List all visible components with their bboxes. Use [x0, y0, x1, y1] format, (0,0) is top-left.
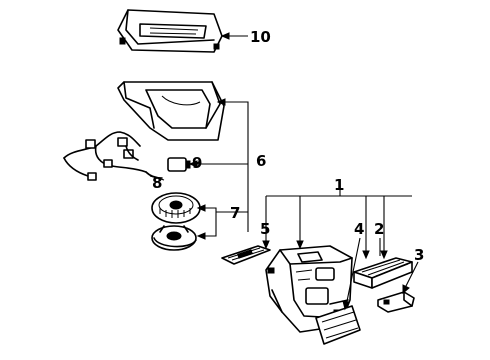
heater-core-part	[315, 305, 361, 345]
callout-10: 10	[250, 28, 271, 46]
callout-9: 9	[192, 154, 202, 172]
callout-5: 5	[260, 220, 270, 238]
callout-6: 6	[256, 152, 266, 170]
callout-2: 2	[374, 220, 384, 238]
callout-3: 3	[414, 246, 424, 264]
evaporator-part	[353, 257, 413, 289]
blower-fan-part	[151, 192, 201, 224]
callout-7: 7	[230, 204, 240, 222]
callout-4: 4	[354, 220, 364, 238]
filter-cover-part	[221, 245, 271, 265]
blower-housing-part	[117, 81, 225, 141]
callout-1: 1	[334, 176, 344, 194]
upper-cover-part	[117, 9, 223, 53]
callout-8: 8	[152, 174, 162, 192]
blower-motor-part	[151, 225, 197, 251]
bracket-part	[377, 291, 415, 313]
leader-lines	[149, 32, 419, 311]
wiring-harness-part	[63, 131, 163, 181]
resistor-part	[167, 157, 191, 172]
